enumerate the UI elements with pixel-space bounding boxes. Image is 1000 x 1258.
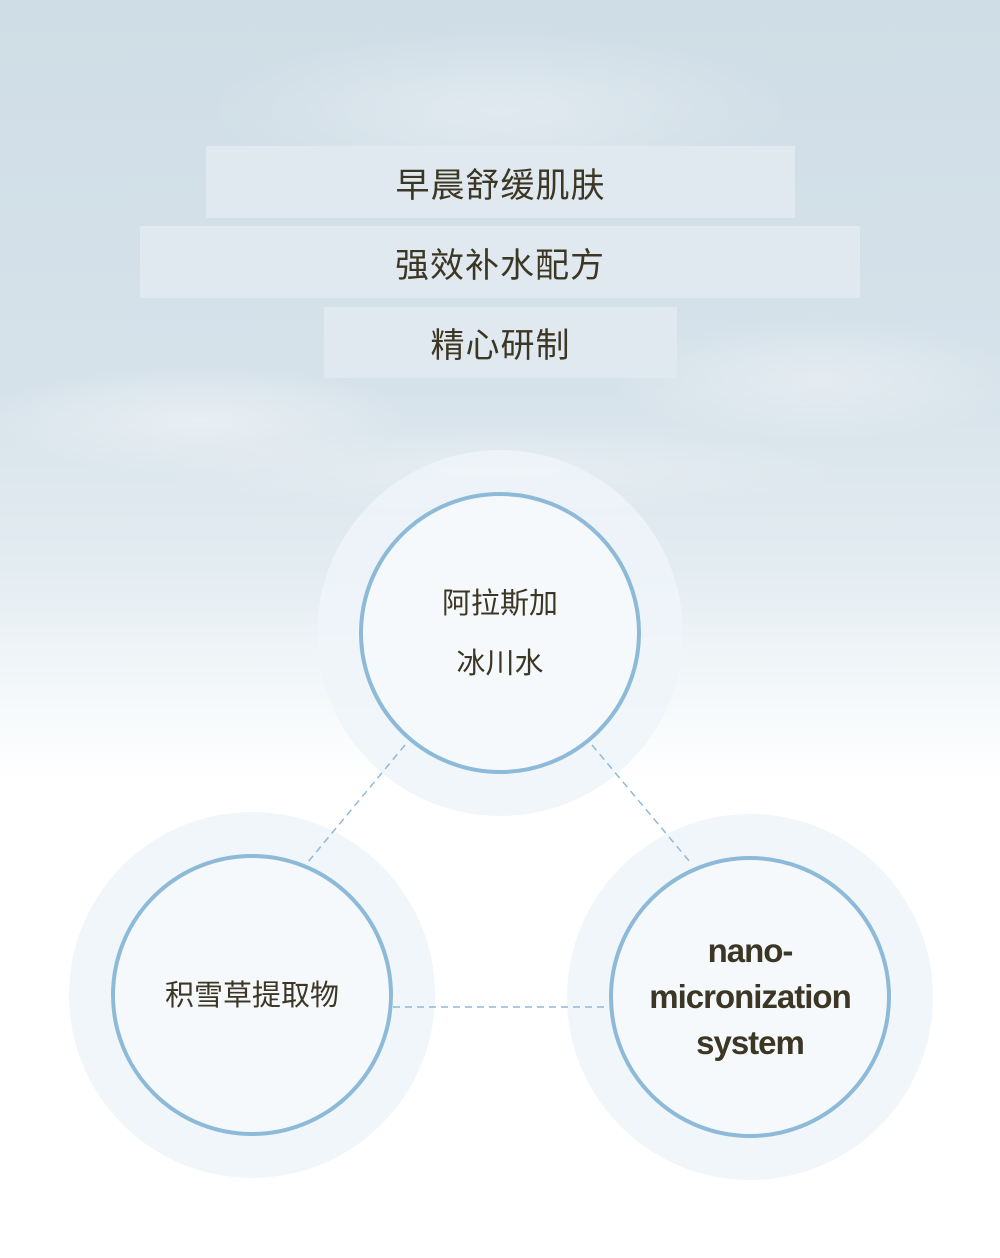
ingredient-label: 积雪草提取物: [164, 978, 339, 1012]
ingredient-circle-nano: nano- micronization system: [609, 856, 891, 1138]
ingredient-label-line1: nano-: [707, 932, 794, 969]
headline-text: 早晨舒缓肌肤: [395, 165, 606, 206]
headline-banner-1: 早晨舒缓肌肤: [206, 146, 795, 218]
ingredient-circle-glacier-water: 阿拉斯加 冰川水: [359, 492, 641, 774]
headline-banner-2: 强效补水配方: [140, 226, 860, 298]
ingredient-label-line1: 阿拉斯加: [441, 586, 558, 620]
ingredient-label-line2: micronization: [649, 978, 852, 1015]
ingredient-label-line3: system: [696, 1024, 805, 1061]
headline-text: 精心研制: [430, 326, 571, 366]
connector-top-left: [307, 744, 406, 863]
connector-top-right: [591, 744, 691, 863]
ingredient-circle-centella: 积雪草提取物: [111, 854, 393, 1136]
headline-banner-3: 精心研制: [324, 307, 677, 378]
ingredient-label-line2: 冰川水: [456, 646, 544, 680]
headline-text: 强效补水配方: [395, 245, 605, 286]
